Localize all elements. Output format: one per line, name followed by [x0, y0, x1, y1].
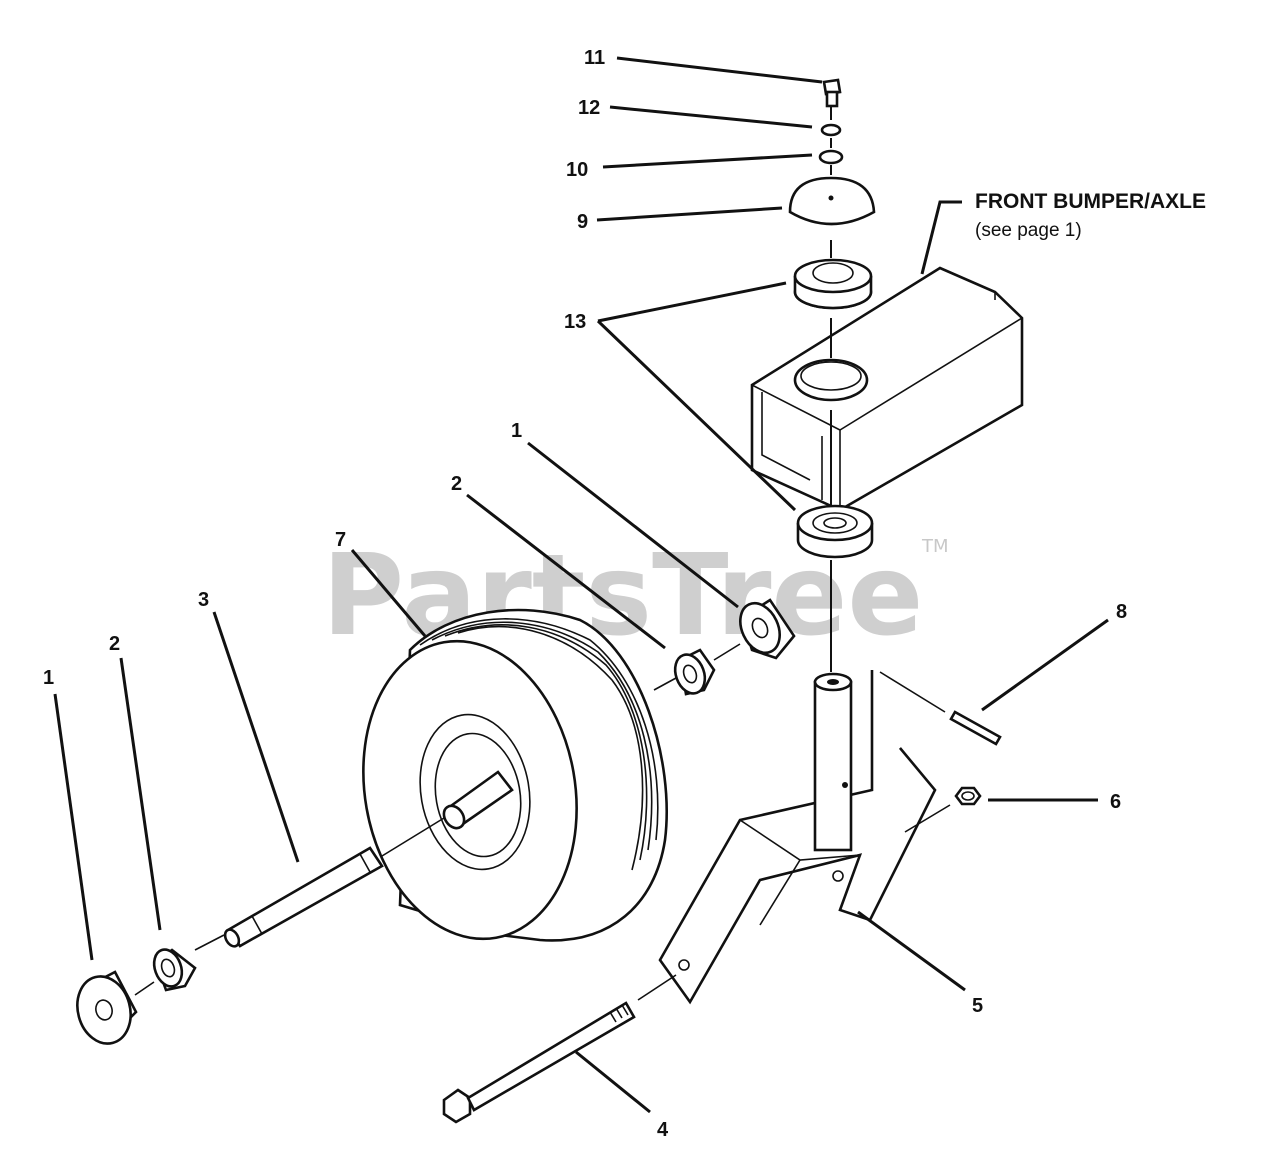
callout-2-left: 2 [109, 633, 120, 655]
watermark-trademark: TM [921, 536, 949, 557]
callout-13: 13 [564, 311, 586, 333]
bolt-11-part [822, 78, 842, 108]
callout-6: 6 [1110, 791, 1121, 813]
front-bumper-label: FRONT BUMPER/AXLE [975, 190, 1206, 213]
callout-5: 5 [972, 995, 983, 1017]
hex-nut-6-part [954, 786, 982, 806]
spacer-1-right-axis [713, 643, 741, 661]
bearing-13-upper-part [793, 258, 873, 310]
callout-3: 3 [198, 589, 209, 611]
bearing-2-right-axis [653, 677, 677, 691]
callout-12: 12 [578, 97, 600, 119]
bearing-13-lower-part [796, 504, 874, 559]
callout-11: 11 [584, 47, 605, 69]
front-bumper-leader [920, 200, 962, 275]
axle-bolt-4-part [442, 1001, 636, 1124]
axle-left-axis-line [194, 934, 225, 951]
bearing-2-left-axis [134, 981, 155, 996]
axle-shaft-3-part [223, 846, 384, 948]
front-bumper-page-ref: (see page 1) [975, 220, 1082, 241]
wheel-7-part [362, 608, 668, 942]
callout-8: 8 [1116, 601, 1127, 623]
spacer-1-left-part [76, 970, 138, 1045]
callout-2-right: 2 [451, 473, 462, 495]
bearing-2-left-part [152, 948, 197, 992]
callout-4: 4 [657, 1119, 669, 1141]
leader-lines [53, 56, 1109, 1114]
bolt-4-axis-line [637, 974, 677, 1001]
bearing-2-right-part [673, 648, 716, 696]
front-bumper-axle-part [750, 266, 1024, 512]
axle-axis-line [381, 817, 445, 857]
callout-7: 7 [335, 529, 346, 551]
caster-fork-5-part [658, 670, 937, 1005]
callout-9: 9 [577, 211, 588, 233]
flat-washer-10-part [818, 149, 844, 165]
lock-washer-12-part [820, 123, 842, 137]
pin-8-axis-line [879, 671, 946, 713]
dust-cap-9-part [788, 176, 876, 226]
nut-6-axis-line [904, 804, 951, 833]
roll-pin-8-part [949, 710, 1002, 746]
callout-1-right: 1 [511, 420, 522, 442]
spacer-1-right-part [739, 598, 796, 660]
callout-10: 10 [566, 159, 588, 181]
callout-1-left: 1 [43, 667, 54, 689]
